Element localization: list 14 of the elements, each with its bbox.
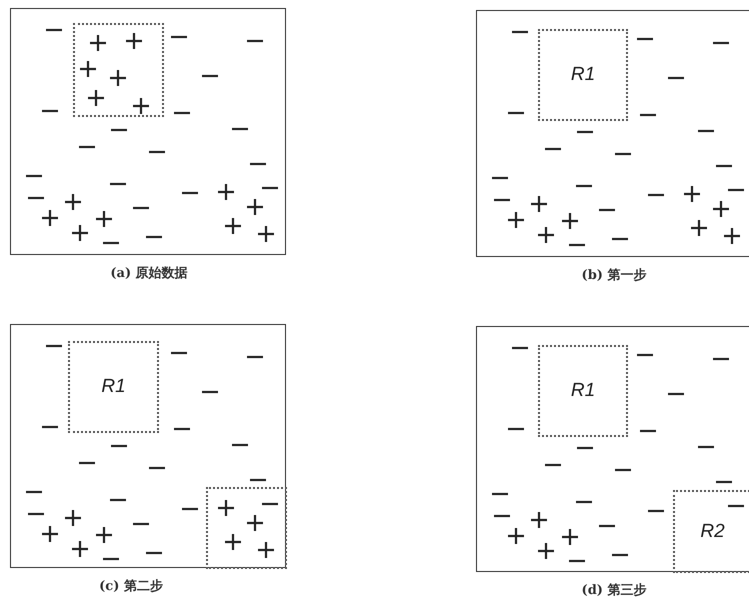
panel-caption: (c) 第二步 <box>99 578 163 595</box>
region-box <box>206 487 287 569</box>
panel-caption: (d) 第三步 <box>582 582 646 599</box>
region-label: R1 <box>570 380 596 402</box>
region-label: R2 <box>700 520 725 542</box>
region-label: R1 <box>101 376 126 398</box>
region-label: R1 <box>570 64 596 86</box>
panel-caption: (b) 第一步 <box>582 267 646 284</box>
region-box <box>673 490 749 573</box>
region-box <box>538 345 628 437</box>
region-box <box>73 23 164 117</box>
region-box <box>538 29 628 121</box>
region-box <box>68 341 159 433</box>
panel-caption: (a) 原始数据 <box>110 265 188 282</box>
